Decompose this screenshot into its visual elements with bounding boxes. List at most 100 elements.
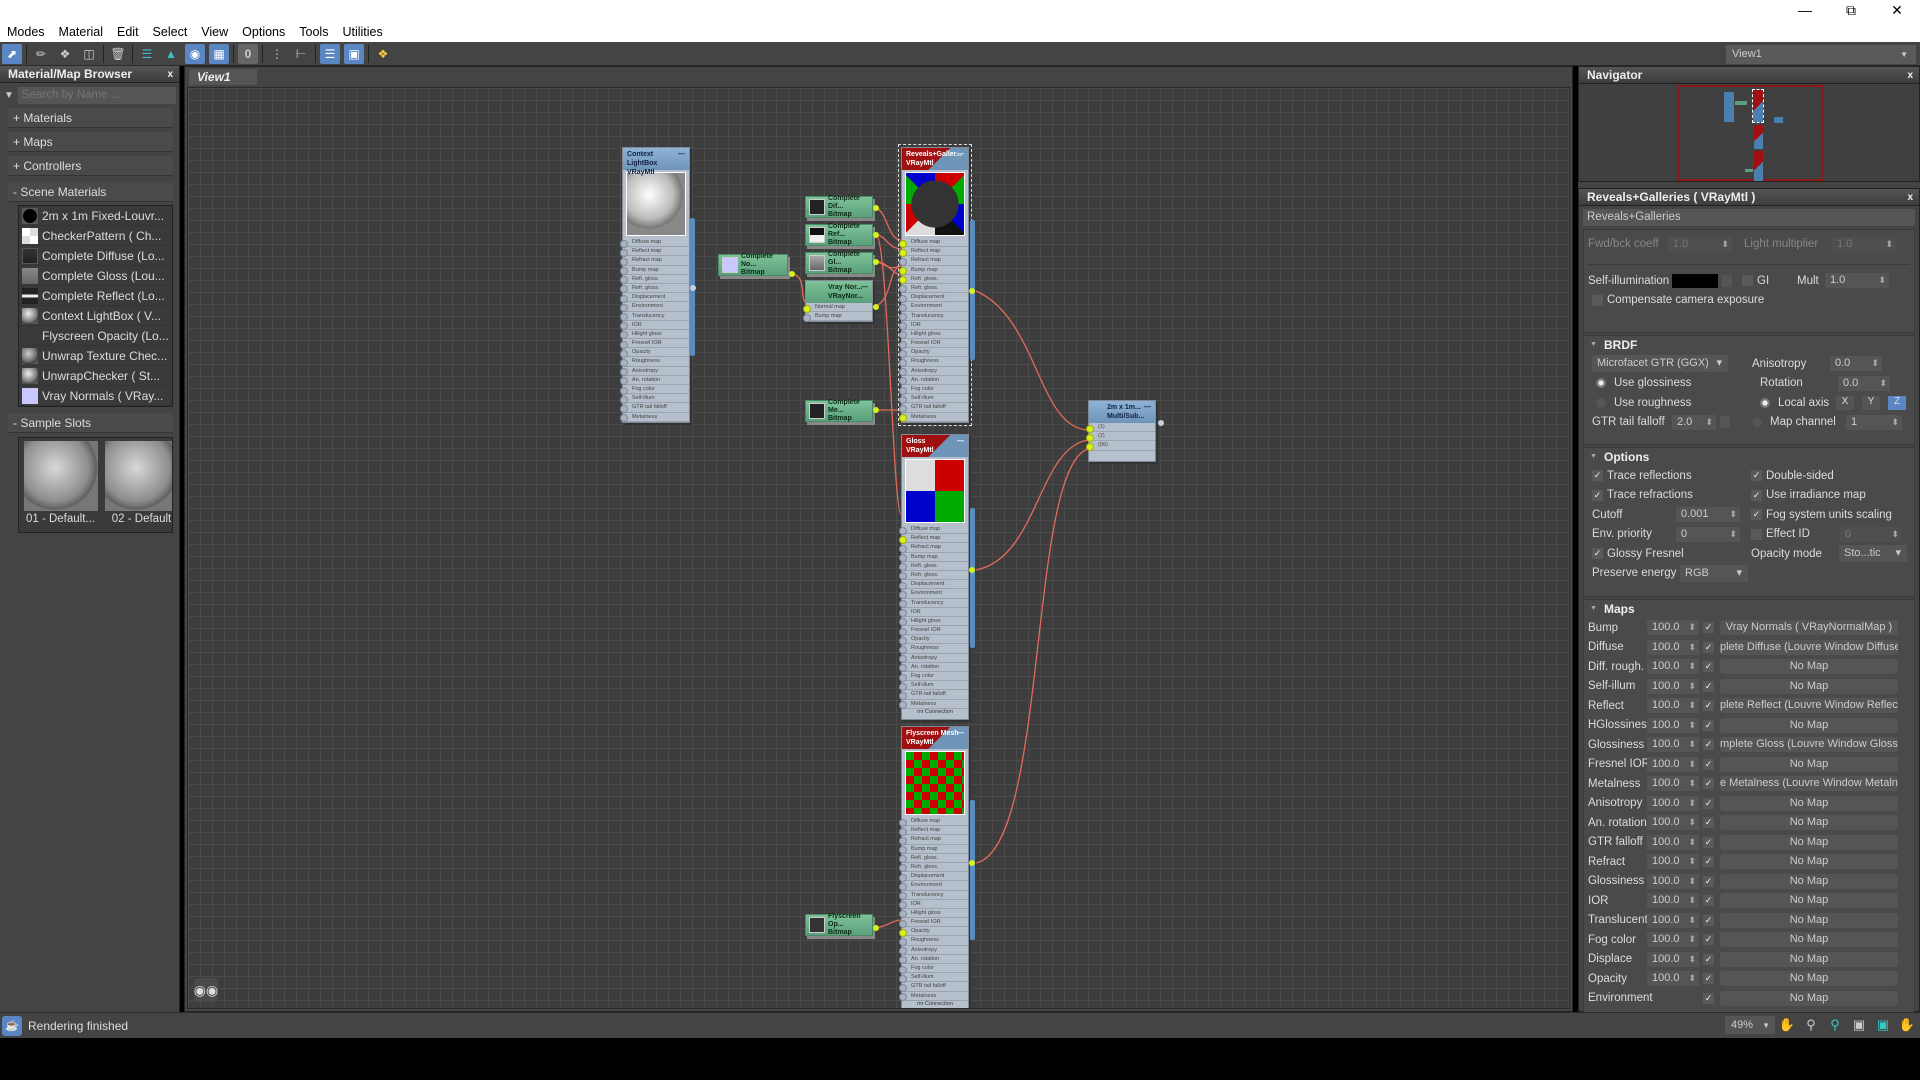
double-sided-checkbox[interactable]: ✓: [1751, 470, 1762, 482]
node-bitmap-complete-diffuse[interactable]: Complete Dif...Bitmap: [805, 195, 873, 218]
map-slot-button[interactable]: Vray Normals ( VRayNormalMap ): [1720, 620, 1898, 636]
map-slot-button[interactable]: e Metalness (Louvre Window Metalne: [1720, 776, 1898, 792]
node-slot[interactable]: (1): [1086, 423, 1155, 433]
node-slot[interactable]: An. rotation: [899, 663, 968, 673]
env-priority-spinner[interactable]: 0: [1676, 526, 1740, 542]
output-port[interactable]: [969, 567, 975, 573]
move-children-icon[interactable]: ☰: [141, 46, 153, 61]
node-slot[interactable]: Environment: [899, 881, 968, 892]
restore-button[interactable]: ⧉: [1846, 1, 1856, 18]
navigator-viewport-frame[interactable]: [1677, 85, 1823, 181]
menu-edit[interactable]: Edit: [117, 25, 139, 39]
tab-view1[interactable]: View1: [189, 69, 257, 85]
map-slot-button[interactable]: No Map: [1720, 912, 1898, 928]
node-slot[interactable]: Displacement: [899, 580, 968, 590]
map-amount-spinner[interactable]: 100.0: [1647, 756, 1699, 772]
output-port[interactable]: [873, 925, 879, 931]
map-enable-checkbox[interactable]: ✓: [1703, 758, 1714, 770]
zoom-dropdown[interactable]: 49% ▼: [1725, 1016, 1775, 1034]
node-slot[interactable]: GTR tail falloff: [899, 403, 968, 414]
glossy-fresnel-checkbox[interactable]: ✓: [1592, 548, 1603, 560]
node-slot[interactable]: Metalness: [899, 700, 968, 710]
select-tool-icon[interactable]: ⬈: [2, 43, 22, 64]
node-slot[interactable]: GTR tail falloff: [899, 690, 968, 701]
map-enable-checkbox[interactable]: ✓: [1703, 953, 1714, 965]
options-triangle-icon[interactable]: ▼: [4, 89, 14, 101]
node-slot[interactable]: Self-illum: [899, 973, 968, 983]
list-item[interactable]: UnwrapChecker ( St...: [19, 366, 172, 386]
node-slot[interactable]: Refr. gloss.: [899, 284, 968, 294]
node-slot[interactable]: Hilight gloss: [899, 909, 968, 919]
minimize-icon[interactable]: —: [957, 151, 964, 158]
output-port[interactable]: [873, 232, 879, 238]
node-slot[interactable]: Fog color: [899, 385, 968, 395]
node-slot[interactable]: IOR: [620, 321, 689, 331]
node-slot[interactable]: Fog color: [899, 964, 968, 974]
mr-connection-rollout[interactable]: mr Connection: [917, 708, 953, 715]
list-item[interactable]: Complete Reflect (Lo...: [19, 286, 172, 306]
node-slot[interactable]: Reflect map: [899, 247, 968, 257]
node-slot[interactable]: Displacement: [899, 872, 968, 882]
node-slot[interactable]: Hilight gloss: [899, 617, 968, 627]
material-map-browser-toggle-icon[interactable]: ☰: [320, 43, 340, 64]
node-reveals-galleries[interactable]: Reveals+Galler...VRayMtl— Diffuse map Re…: [898, 144, 972, 426]
node-slot[interactable]: Diffuse map: [899, 525, 968, 535]
node-slot[interactable]: Bump map: [899, 266, 968, 276]
node-slot[interactable]: Opacity: [620, 348, 689, 358]
node-slot[interactable]: Hilight gloss: [899, 330, 968, 340]
node-slot[interactable]: Self-illum: [899, 681, 968, 691]
node-slot[interactable]: An. rotation: [620, 376, 689, 386]
pan-hand-icon[interactable]: ✋: [1778, 1017, 1796, 1032]
cutoff-spinner[interactable]: 0.001: [1676, 507, 1740, 523]
node-slot[interactable]: Translucency: [899, 599, 968, 609]
material-name-field[interactable]: Reveals+Galleries: [1583, 209, 1915, 226]
node-slot[interactable]: Bump map: [620, 266, 689, 276]
view-selector-dropdown[interactable]: View1 ▼: [1726, 45, 1916, 64]
select-by-material-icon[interactable]: ❖: [377, 46, 389, 61]
map-amount-spinner[interactable]: 100.0: [1647, 815, 1699, 831]
node-slot[interactable]: Reflect map: [899, 826, 968, 836]
menu-utilities[interactable]: Utilities: [342, 25, 383, 39]
use-roughness-radio[interactable]: [1596, 397, 1606, 408]
group-maps[interactable]: + Maps: [8, 132, 173, 152]
map-slot-button[interactable]: No Map: [1720, 971, 1898, 987]
group-scene-materials[interactable]: - Scene Materials: [8, 182, 173, 202]
node-slot[interactable]: Reflect map: [620, 247, 689, 257]
list-item[interactable]: Complete Diffuse (Lo...: [19, 246, 172, 266]
map-slot-button[interactable]: No Map: [1720, 893, 1898, 909]
map-enable-checkbox[interactable]: ✓: [1703, 973, 1714, 985]
node-slot[interactable]: Diffuse map: [620, 238, 689, 248]
node-slot[interactable]: Metalness: [899, 992, 968, 1002]
options-rollout-header[interactable]: Options: [1584, 448, 1914, 466]
node-slot[interactable]: Opacity: [899, 635, 968, 645]
node-slot[interactable]: Diffuse map: [899, 238, 968, 248]
output-port[interactable]: [969, 288, 975, 294]
map-enable-checkbox[interactable]: ✓: [1703, 661, 1714, 673]
group-materials[interactable]: + Materials: [8, 108, 173, 128]
map-slot-button[interactable]: No Map: [1720, 932, 1898, 948]
show-map-in-viewport-icon[interactable]: ◉: [185, 43, 205, 64]
node-slot[interactable]: Diffuse map: [899, 817, 968, 827]
zoom-extents-icon[interactable]: ▣: [1852, 1017, 1866, 1032]
node-slot[interactable]: Anisotropy: [899, 654, 968, 664]
node-slot[interactable]: Refract map: [899, 835, 968, 846]
output-port[interactable]: [873, 304, 879, 310]
node-slot[interactable]: Fresnel IOR: [899, 626, 968, 636]
node-bitmap-complete-reflect[interactable]: Complete Ref...Bitmap: [805, 223, 873, 246]
node-slot[interactable]: GTR tail falloff: [899, 982, 968, 993]
gi-checkbox[interactable]: [1742, 275, 1753, 287]
anisotropy-spinner[interactable]: 0.0: [1830, 356, 1882, 372]
node-slot[interactable]: Fog color: [620, 385, 689, 395]
close-icon[interactable]: x: [1907, 70, 1913, 81]
map-enable-checkbox[interactable]: ✓: [1703, 875, 1714, 887]
map-slot-button[interactable]: plete Reflect (Louvre Window Reflect: [1720, 698, 1898, 714]
map-enable-checkbox[interactable]: ✓: [1703, 641, 1714, 653]
node-slot[interactable]: Roughness: [899, 936, 968, 947]
node-slot[interactable]: IOR: [899, 900, 968, 910]
mr-connection-rollout[interactable]: mr Connection: [917, 1000, 953, 1007]
node-slot[interactable]: Opacity: [899, 348, 968, 358]
list-item[interactable]: Vray Normals ( VRay...: [19, 386, 172, 406]
node-slot[interactable]: Hilight gloss: [620, 330, 689, 340]
search-input[interactable]: [17, 86, 176, 104]
local-axis-radio[interactable]: [1760, 397, 1770, 408]
